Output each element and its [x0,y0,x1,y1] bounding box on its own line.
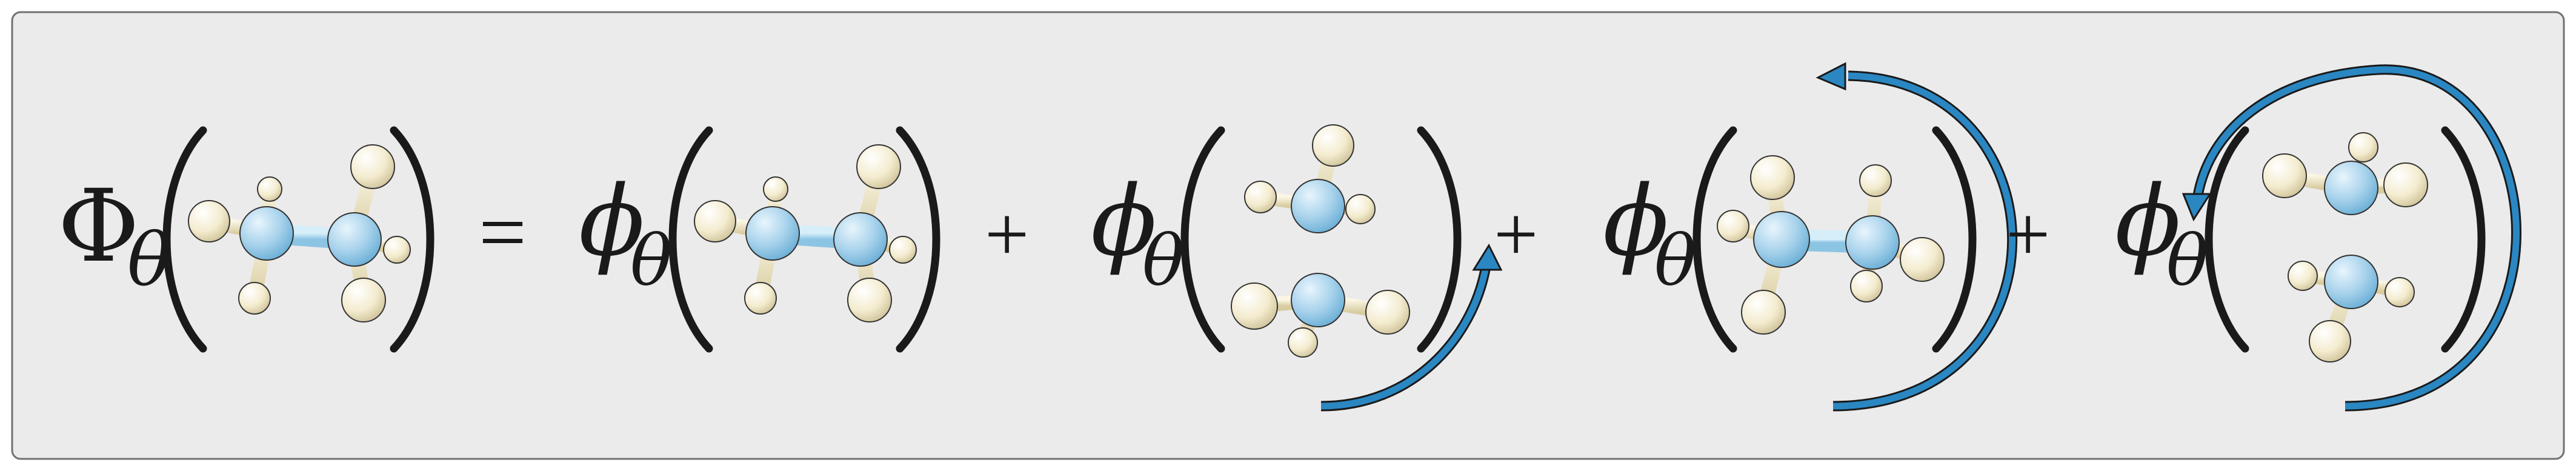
term-4-subscript: θ [2166,221,2208,302]
term-1-subscript: θ [630,221,672,302]
diagram-panel [11,11,2565,460]
lhs-symbol: Φ [58,168,139,284]
ethane-molecule-rot270 [2262,132,2428,362]
left-paren [2205,126,2249,353]
plus-sign: + [985,191,1029,278]
rotation-arrow-180 [1816,62,2018,412]
plus-sign: + [1494,191,1538,278]
plus-sign: + [2006,191,2050,278]
ethane-molecule-rot90 [1231,124,1410,358]
term-4: ϕ θ [2115,64,2521,412]
right-paren [896,126,940,353]
right-paren [1417,126,1462,353]
right-paren [390,126,434,353]
right-paren [1932,126,1977,353]
lhs-term: Φ θ [58,126,434,353]
ethane-molecule-rot180 [1717,155,1945,335]
term-4-symbol: ϕ [2115,164,2181,278]
left-paren [162,126,207,353]
left-paren [668,126,713,353]
ethane-molecule [694,144,917,322]
term-2-symbol: ϕ [1091,164,1157,278]
left-paren [1180,126,1225,353]
right-paren [2441,126,2486,353]
equals-sign: = [479,185,527,279]
left-paren [1692,126,1737,353]
term-2-subscript: θ [1142,221,1184,302]
ethane-molecule [188,144,411,322]
term-3: ϕ θ [1603,62,2018,412]
term-1-symbol: ϕ [579,164,645,278]
term-3-subscript: θ [1654,221,1696,302]
term-2: ϕ θ [1091,124,1503,412]
rotation-arrow-90 [1320,243,1503,412]
term-3-symbol: ϕ [1603,164,1669,278]
term-1: ϕ θ [579,126,940,353]
rotation-arrow-270 [2182,64,2521,412]
